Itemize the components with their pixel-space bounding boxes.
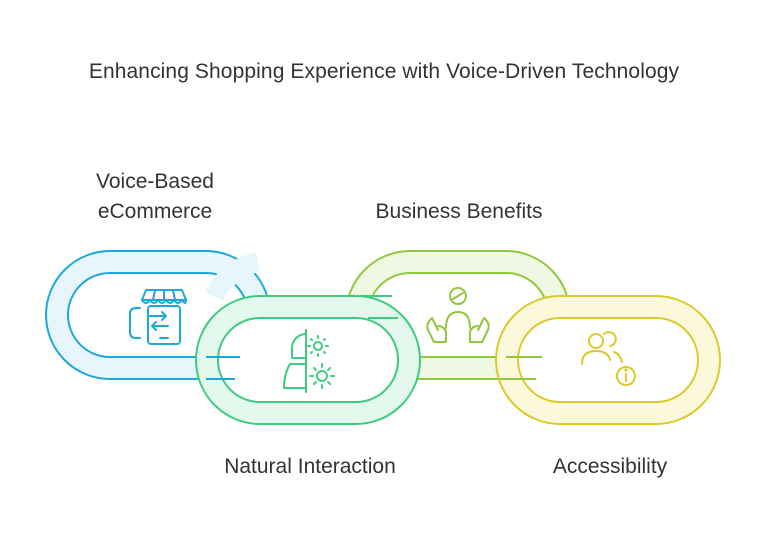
diagram-title: Enhancing Shopping Experience with Voice…	[88, 60, 680, 83]
label-voice-based-ecommerce: Voice-Based eCommerce	[96, 170, 214, 223]
head-gears-icon	[283, 329, 335, 393]
overlap-green-over-business	[360, 295, 398, 319]
overlap-blue-over-green	[205, 252, 261, 380]
label-natural-interaction: Natural Interaction	[224, 455, 396, 478]
shopping-mobile-icon	[129, 289, 187, 345]
chain-link-natural-interaction	[195, 295, 421, 425]
hands-person-icon	[426, 287, 490, 343]
chain-link-accessibility	[495, 295, 721, 425]
users-info-icon	[581, 331, 636, 386]
label-accessibility: Accessibility	[552, 455, 668, 478]
overlap-business-over-yellow	[500, 356, 542, 380]
label-business-benefits: Business Benefits	[375, 200, 543, 223]
